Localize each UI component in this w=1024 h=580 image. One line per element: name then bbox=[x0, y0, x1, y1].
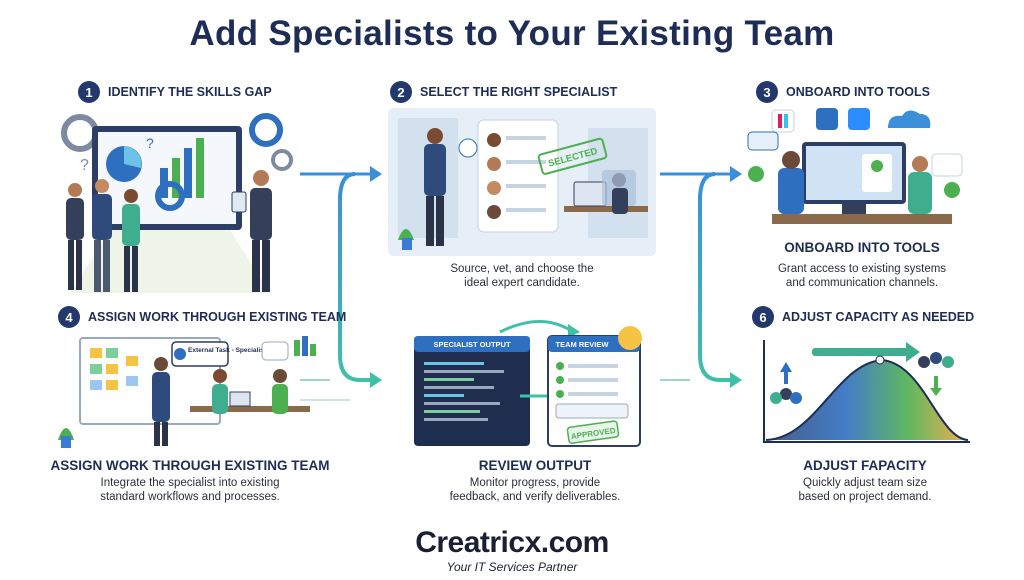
step-1-number: 1 bbox=[78, 81, 100, 103]
slack-icon bbox=[771, 109, 795, 133]
check-icon bbox=[944, 182, 960, 198]
gear-icon bbox=[249, 113, 283, 147]
select-specialist-illustration: SELECTED bbox=[388, 108, 656, 256]
step-6-subtitle: ADJUST FAPACITY bbox=[803, 458, 927, 473]
jira-icon bbox=[816, 108, 838, 130]
step-6-header: 6 ADJUST CAPACITY AS NEEDED bbox=[752, 306, 974, 328]
step-6-heading: ADJUST CAPACITY AS NEEDED bbox=[782, 310, 975, 324]
step-2-description: Source, vet, and choose the ideal expert… bbox=[450, 263, 594, 289]
page-title: Add Specialists to Your Existing Team bbox=[189, 14, 835, 53]
svg-text:?: ? bbox=[80, 157, 89, 174]
select-specialist-panel: SELECTED bbox=[388, 108, 656, 256]
step-2-heading: SELECT THE RIGHT SPECIALIST bbox=[420, 85, 618, 99]
step-5-subtitle: REVIEW OUTPUT bbox=[478, 458, 592, 473]
step-2-number: 2 bbox=[390, 81, 412, 103]
team-review-label: TEAM REVIEW bbox=[556, 340, 610, 349]
flow-arrows-right bbox=[660, 166, 742, 388]
step-1-header: 1 IDENTIFY THE SKILLS GAP bbox=[78, 81, 272, 103]
key-icon bbox=[618, 326, 642, 350]
svg-text:?: ? bbox=[146, 135, 154, 151]
flow-arrows-left bbox=[300, 166, 382, 401]
skills-gap-illustration: ? ? bbox=[61, 113, 293, 293]
step-4-heading: ASSIGN WORK THROUGH EXISTING TEAM bbox=[88, 310, 347, 324]
step-4-header: 4 ASSIGN WORK THROUGH EXISTING TEAM bbox=[58, 306, 346, 328]
step-3-number: 3 bbox=[756, 81, 778, 103]
step-3-description: Grant access to existing systems and com… bbox=[777, 263, 947, 289]
brand-tagline: Your IT Services Partner bbox=[446, 560, 578, 574]
step-2-header: 2 SELECT THE RIGHT SPECIALIST bbox=[390, 81, 617, 103]
review-output-illustration: SPECIALIST OUTPUT TEAM REVIEW APPROVED bbox=[414, 320, 642, 447]
external-task-card: External Task - Specialist bbox=[188, 347, 267, 354]
step-3-heading: ONBOARD INTO TOOLS bbox=[786, 85, 930, 99]
assign-work-illustration: External Task - Specialist bbox=[58, 336, 316, 448]
step-3-subtitle: ONBOARD INTO TOOLS bbox=[784, 240, 940, 255]
gear-icon bbox=[61, 114, 99, 152]
step-4-subtitle: ASSIGN WORK THROUGH EXISTING TEAM bbox=[50, 458, 330, 473]
capacity-curve-illustration bbox=[763, 340, 970, 443]
video-icon bbox=[848, 108, 870, 130]
brand-logo: Creatricx.com bbox=[415, 526, 609, 559]
specialist-output-label: SPECIALIST OUTPUT bbox=[433, 340, 511, 349]
team-icon bbox=[930, 352, 942, 364]
step-3-header: 3 ONBOARD INTO TOOLS bbox=[756, 81, 930, 103]
step-4-description: Integrate the specialist into existing s… bbox=[100, 477, 280, 503]
cloud-icon bbox=[888, 110, 931, 128]
step-1-heading: IDENTIFY THE SKILLS GAP bbox=[108, 85, 272, 99]
onboard-tools-illustration bbox=[747, 108, 963, 224]
step-6-number: 6 bbox=[752, 306, 774, 328]
gear-icon bbox=[271, 149, 293, 171]
step-5-description: Monitor progress, provide feedback, and … bbox=[449, 477, 621, 503]
check-icon bbox=[748, 166, 764, 182]
step-6-description: Quickly adjust team size based on projec… bbox=[798, 477, 932, 503]
team-icon bbox=[780, 388, 792, 400]
step-4-number: 4 bbox=[58, 306, 80, 328]
